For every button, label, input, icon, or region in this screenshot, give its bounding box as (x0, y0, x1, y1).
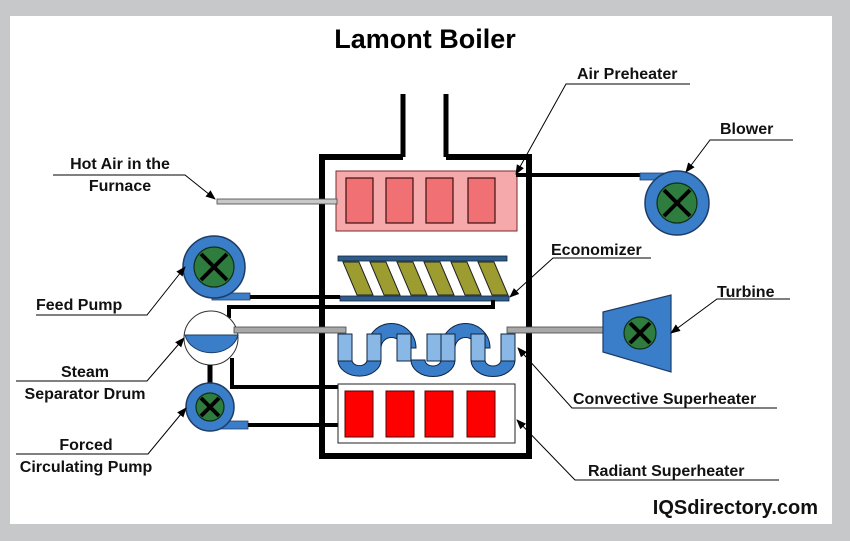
radiant-cell (344, 390, 374, 438)
turbine (602, 294, 672, 373)
label-forced-line1: Forced (59, 437, 112, 454)
preheater-cell (345, 177, 374, 224)
label-air-preheater: Air Preheater (577, 66, 678, 83)
air-preheater (335, 170, 518, 232)
forced-circulating-pump (185, 382, 249, 432)
callout-steam-separator: Steam Separator Drum (16, 337, 185, 403)
label-blower: Blower (720, 121, 773, 138)
label-forced-line2: Circulating Pump (20, 459, 153, 476)
economizer-coil (477, 261, 509, 296)
preheater-cell (467, 177, 496, 224)
label-hot-air-line2: Furnace (89, 178, 151, 195)
preheater-cell (385, 177, 414, 224)
economizer-coil (423, 261, 455, 296)
blower (639, 170, 710, 236)
superheater-leg (396, 333, 412, 362)
callout-air-preheater: Air Preheater (515, 66, 690, 175)
callout-forced-pump: Forced Circulating Pump (16, 407, 187, 476)
callout-convective-superheater: Convective Superheater (517, 347, 777, 409)
label-feed-pump: Feed Pump (36, 297, 122, 314)
callout-economizer: Economizer (509, 242, 651, 298)
economizer-coil (369, 261, 401, 296)
superheater-leg (337, 333, 353, 362)
label-hot-air-line1: Hot Air in the (70, 156, 170, 173)
preheater-cell (425, 177, 454, 224)
superheater-bend (470, 359, 516, 377)
diagram-title: Lamont Boiler (334, 24, 516, 54)
callout-feed-pump: Feed Pump (36, 266, 186, 316)
label-convective-superheater: Convective Superheater (573, 391, 756, 408)
label-steam-line2: Separator Drum (25, 386, 146, 403)
callout-hot-air: Hot Air in the Furnace (53, 156, 216, 200)
label-radiant-superheater: Radiant Superheater (588, 463, 744, 480)
radiant-cell (424, 390, 454, 438)
callout-turbine: Turbine (670, 284, 790, 334)
radiant-superheater (337, 383, 516, 444)
feed-pump (182, 235, 251, 301)
hot-air-pipe (216, 198, 338, 205)
turbine-pipe (506, 326, 605, 334)
callout-radiant-superheater: Radiant Superheater (516, 419, 779, 481)
superheater-leg (426, 333, 442, 362)
label-economizer: Economizer (551, 242, 642, 259)
brand-watermark: IQSdirectory.com (653, 497, 818, 519)
economizer (337, 255, 510, 302)
convective-superheater (337, 323, 516, 377)
radiant-cell (385, 390, 415, 438)
radiant-cell (466, 390, 496, 438)
chimney (400, 94, 449, 157)
economizer-drum-pipe (227, 300, 495, 318)
economizer-coil (450, 261, 482, 296)
boiler-casing (319, 154, 532, 459)
superheater-leg (470, 333, 486, 362)
superheater-leg (366, 333, 382, 362)
callout-blower: Blower (685, 121, 793, 173)
label-steam-line1: Steam (61, 364, 109, 381)
steam-pipe (233, 326, 347, 334)
economizer-coil (342, 261, 374, 296)
superheater-leg (440, 333, 456, 362)
steam-separator-drum (183, 310, 239, 366)
label-turbine: Turbine (717, 284, 775, 301)
superheater-bend (337, 359, 382, 377)
downcomer-pipe (230, 358, 338, 389)
economizer-coil (396, 261, 428, 296)
superheater-bend (410, 359, 456, 377)
superheater-leg (500, 333, 516, 362)
